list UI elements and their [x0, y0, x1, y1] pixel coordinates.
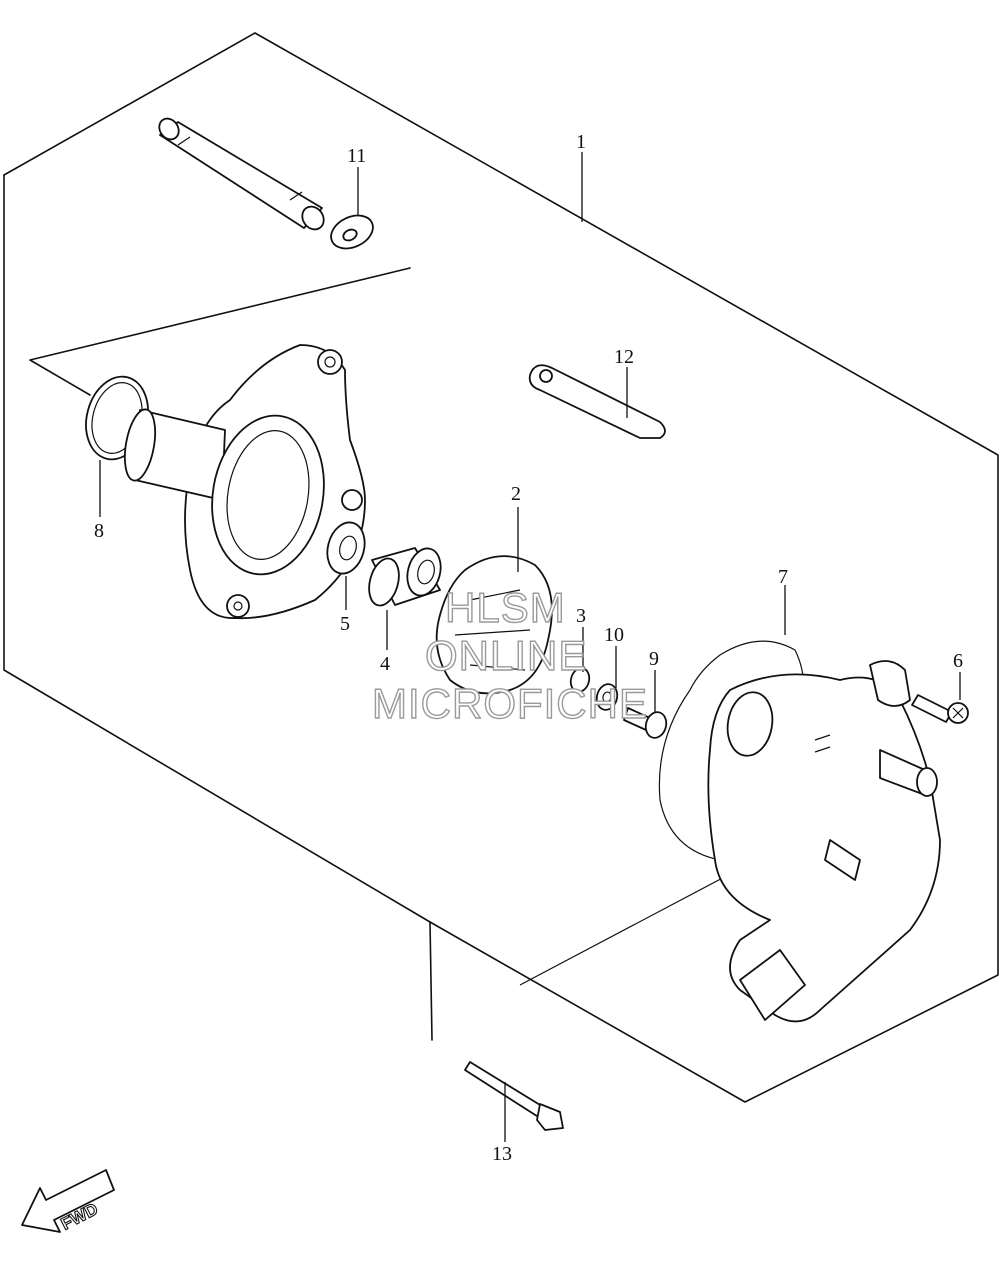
- watermark-line3: MICROFICHE: [372, 680, 648, 727]
- leader-lines: [99, 152, 961, 1142]
- bearing-part: [326, 521, 366, 575]
- callout-4: 4: [380, 653, 390, 675]
- callout-11: 11: [347, 145, 366, 167]
- impeller-bolt-part: [623, 707, 668, 739]
- callout-1: 1: [576, 131, 586, 153]
- callout-12: 12: [614, 346, 634, 368]
- watermark: HLSM ONLINE MICROFICHE: [371, 583, 648, 727]
- callout-3: 3: [576, 605, 586, 627]
- callout-9: 9: [649, 648, 659, 670]
- pump-cover-part: [123, 344, 366, 620]
- callout-6: 6: [953, 650, 963, 672]
- watermark-line1: HLSM: [445, 584, 566, 631]
- washer-part: [330, 214, 374, 250]
- seal-washer-part: [595, 683, 619, 711]
- callout-labels: 1 2 3 4 5 6 7 8 9 10 11 12 13: [94, 131, 963, 1165]
- callout-2: 2: [511, 483, 521, 505]
- callout-13: 13: [492, 1143, 512, 1165]
- fwd-arrow-icon: FWD: [21, 1169, 115, 1234]
- impeller-part: [435, 555, 553, 695]
- pump-shaft: [158, 117, 325, 231]
- pump-case-part: [707, 660, 941, 1023]
- seal-part: [368, 547, 442, 607]
- callout-10: 10: [604, 624, 624, 646]
- clamp-part: [528, 364, 666, 439]
- long-bolt-part: [464, 1061, 564, 1131]
- watermark-line2: ONLINE: [425, 632, 587, 679]
- callout-5: 5: [340, 613, 350, 635]
- callout-7: 7: [778, 566, 788, 588]
- case-bolt-part: [911, 694, 969, 724]
- assembly-boundary: [3, 32, 999, 1103]
- callout-8: 8: [94, 520, 104, 542]
